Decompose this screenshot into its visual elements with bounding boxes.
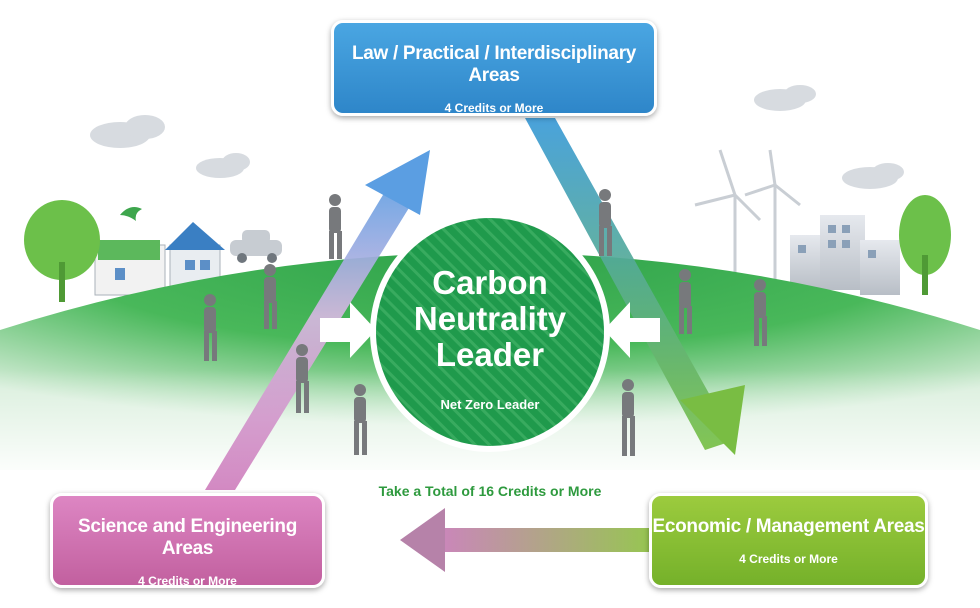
arrow-science-to-law (205, 150, 430, 490)
area-title: Economic / Management Areas (652, 516, 925, 537)
science-engineering-area-box: Science and Engineering Areas 4 Credits … (50, 493, 325, 588)
law-practical-area-box: Law / Practical / Interdisciplinary Area… (331, 20, 657, 116)
bird-icon (120, 207, 142, 221)
arrow-economic-to-science (400, 508, 650, 572)
arrow-law-to-economic (525, 118, 745, 455)
wind-turbine-icon (694, 149, 801, 285)
area-title: Science and Engineering Areas (77, 516, 298, 559)
area-credits: 4 Credits or More (138, 574, 237, 588)
inward-arrow-left (320, 302, 376, 358)
center-title-line: Leader (435, 336, 545, 373)
person-icon (204, 189, 767, 456)
center-title-line: Neutrality (413, 300, 567, 337)
total-credits-label: Take a Total of 16 Credits or More (378, 483, 602, 499)
center-title: Carbon Neutrality Leader (380, 265, 600, 373)
center-title-line: Carbon (432, 264, 548, 301)
tree-icon (24, 200, 100, 302)
economic-management-area-box: Economic / Management Areas 4 Credits or… (649, 493, 928, 588)
center-circle (370, 212, 610, 452)
tree-icon (899, 195, 951, 295)
center-label: Carbon Neutrality Leader Net Zero Leader (380, 265, 600, 413)
inward-arrow-right (604, 302, 660, 358)
building-icon (790, 215, 900, 295)
area-credits: 4 Credits or More (444, 101, 544, 115)
area-credits: 4 Credits or More (739, 552, 838, 566)
area-title: Law / Practical / Interdisciplinary Area… (351, 43, 637, 86)
cloud-icon (90, 85, 904, 189)
center-subtitle: Net Zero Leader (440, 397, 540, 412)
car-icon (230, 230, 282, 263)
